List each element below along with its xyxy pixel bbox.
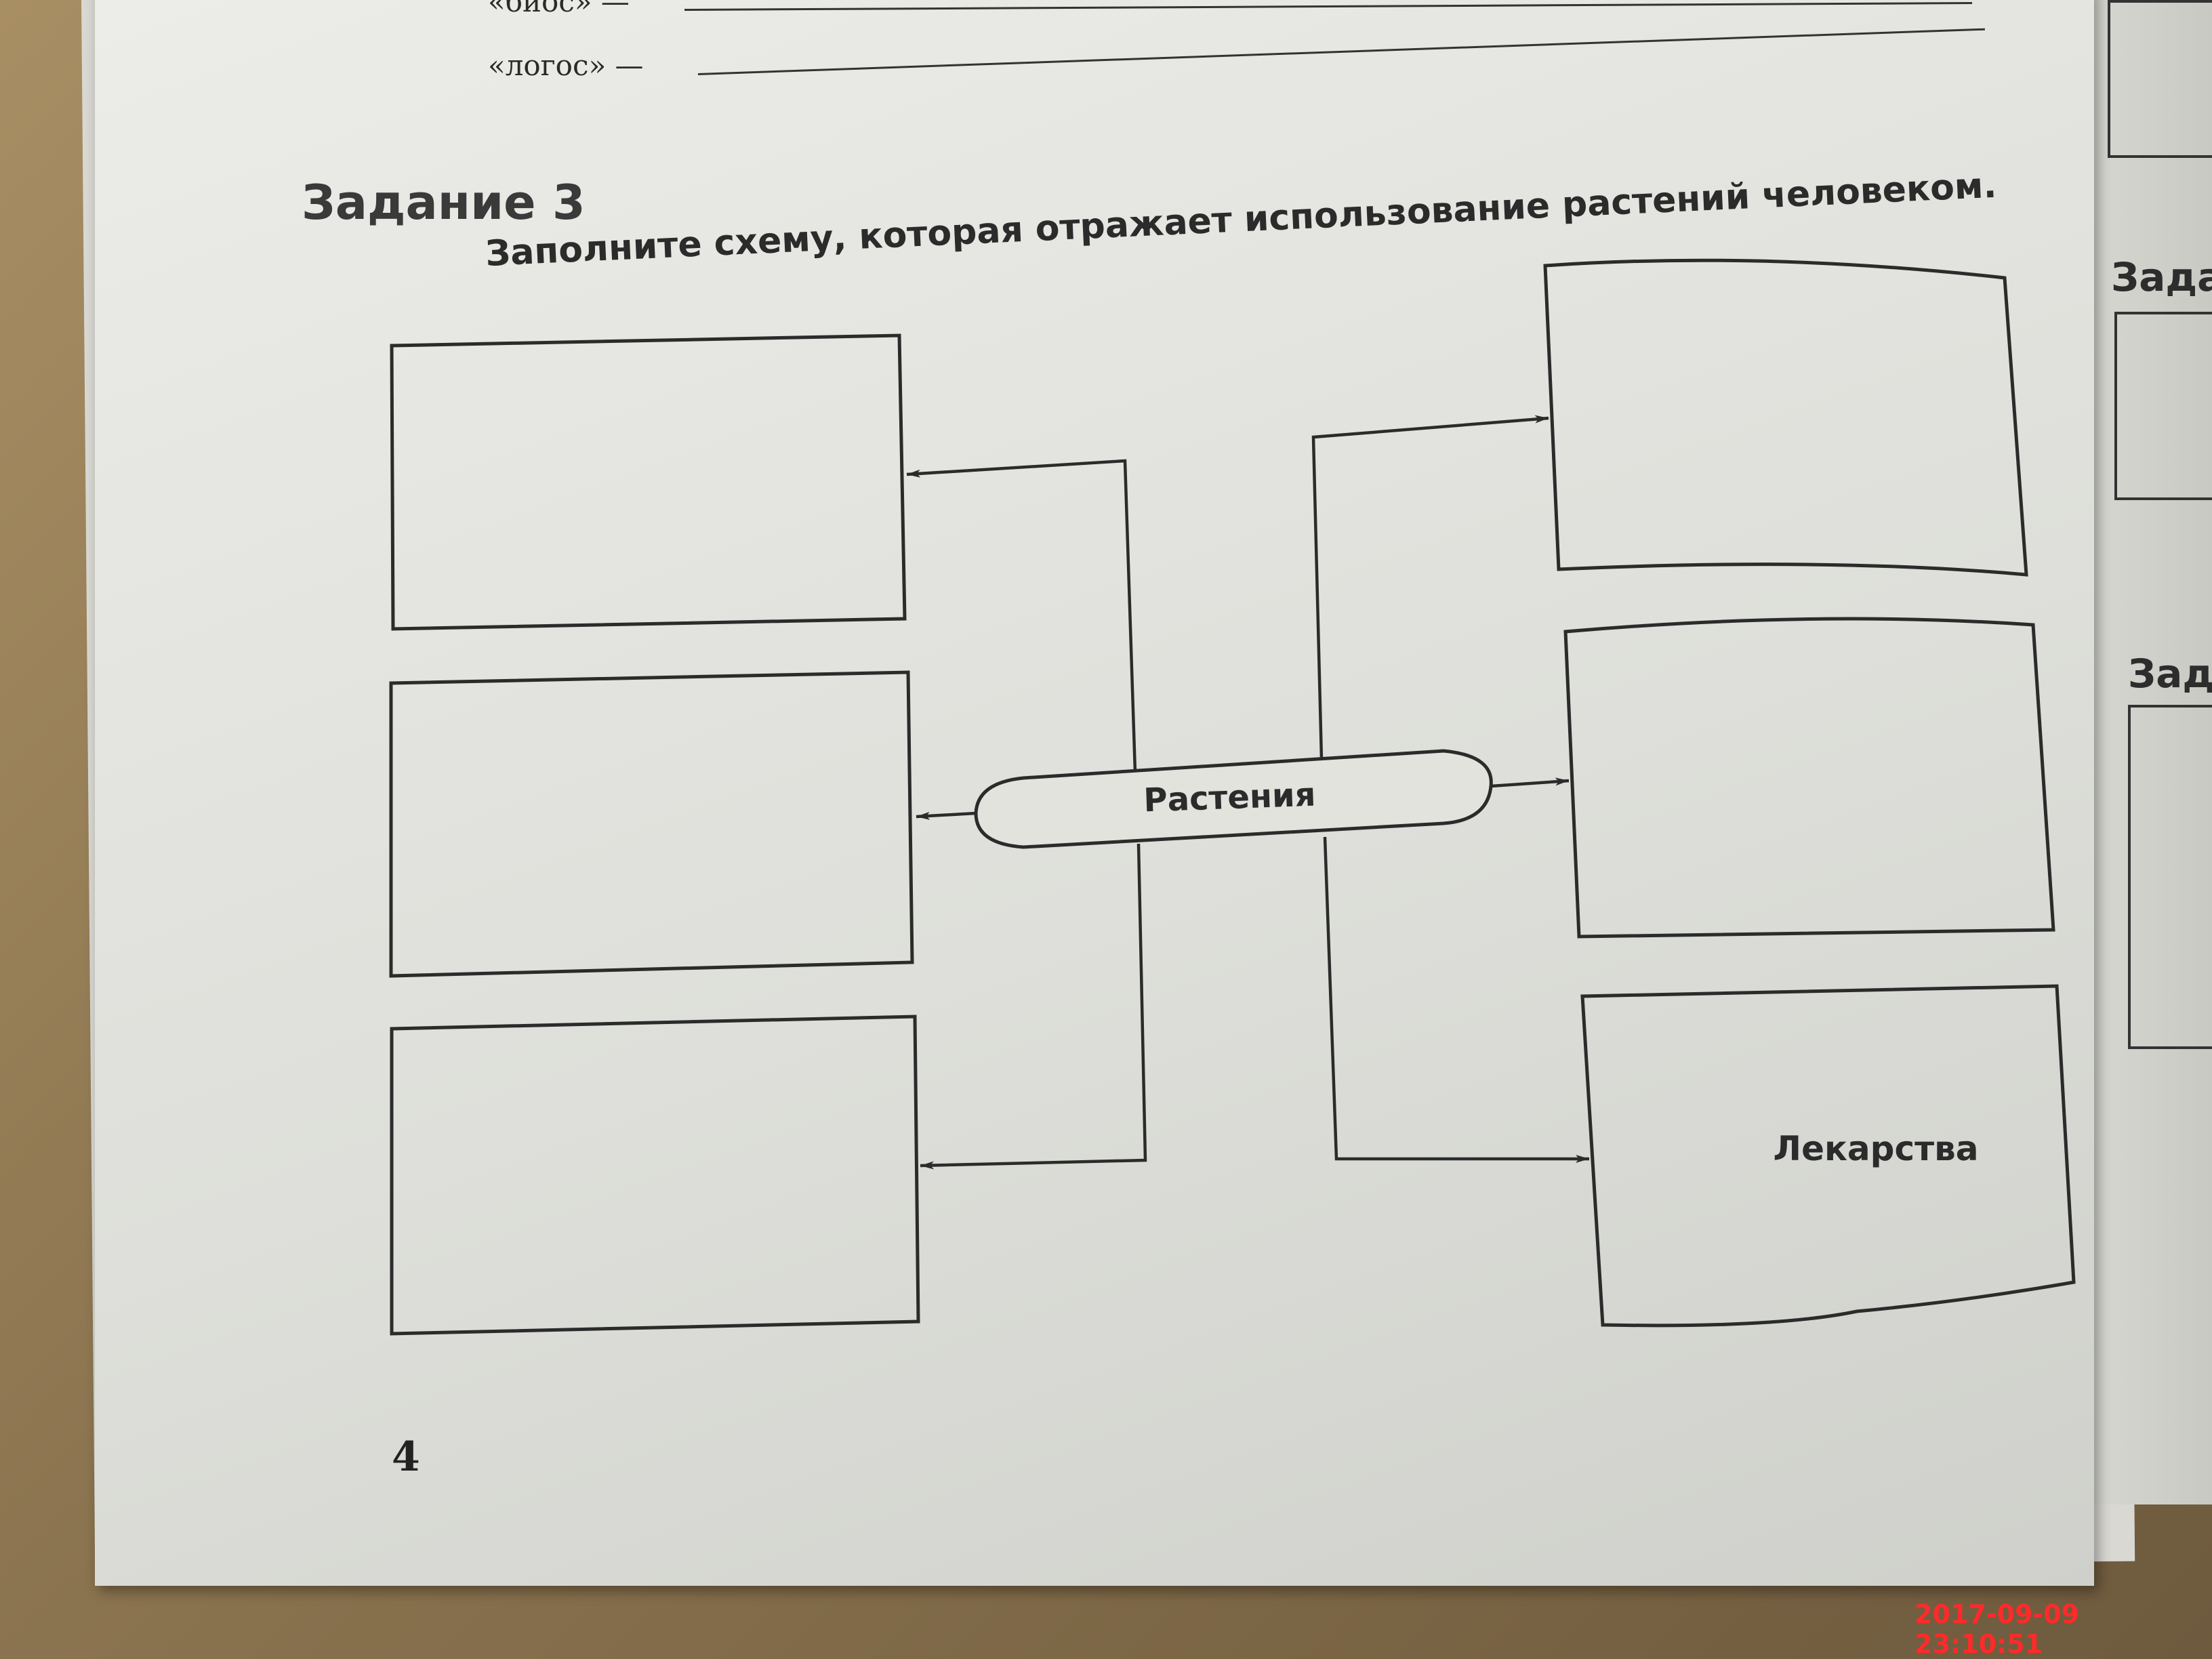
adjacent-page-box: [2114, 312, 2212, 500]
diagram-boxes: [389, 258, 2076, 1336]
answer-box-right-3[interactable]: [1580, 984, 2076, 1328]
page-number: 4: [392, 1433, 420, 1481]
answer-box-left-3[interactable]: [390, 1015, 920, 1336]
arrow-to-left-2: [916, 811, 977, 820]
connector-arrows: [906, 415, 1589, 1170]
adjacent-page-box: [2108, 0, 2212, 158]
box-label-medicines: Лекарства: [1774, 1129, 1979, 1168]
previous-line-biOS-label: «биос» —: [488, 0, 630, 18]
answer-box-right-1[interactable]: [1543, 258, 2028, 577]
arrow-to-left-3: [920, 843, 1147, 1170]
center-node-label: Растения: [1143, 776, 1317, 820]
previous-line-logos-label: «логос» —: [488, 49, 644, 82]
answer-box-left-2[interactable]: [389, 670, 914, 978]
adjacent-task-heading-1: Зада: [2111, 254, 2212, 300]
arrow-to-right-3: [1323, 836, 1589, 1163]
camera-timestamp: 2017-09-09 23:10:51: [1914, 1599, 2080, 1659]
arrow-to-right-2: [1490, 777, 1570, 788]
answer-box-left-1[interactable]: [390, 333, 907, 631]
arrow-to-left-1: [906, 459, 1137, 773]
adjacent-page-box: [2128, 705, 2212, 1049]
adjacent-task-heading-2: Зада: [2128, 651, 2212, 697]
center-node: [974, 749, 1493, 849]
arrow-to-right-1: [1311, 415, 1549, 760]
answer-box-right-2[interactable]: [1563, 617, 2055, 939]
task-heading: Задание 3: [302, 175, 586, 230]
